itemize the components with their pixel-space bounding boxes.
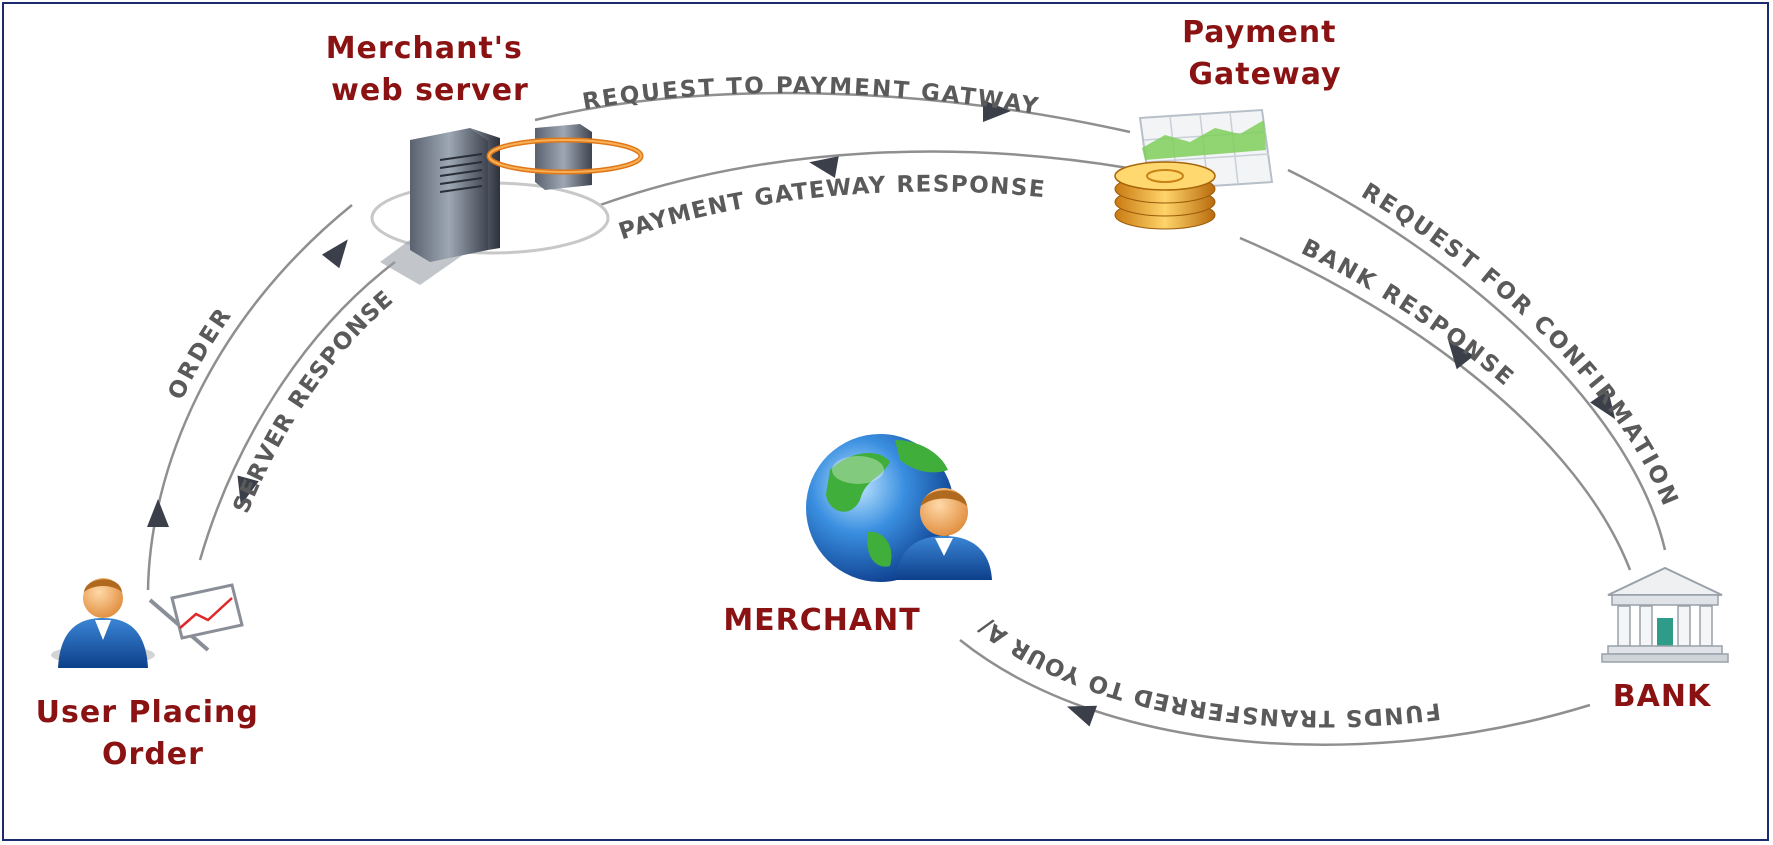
user-label: User Placing Order [36, 695, 271, 772]
request-gateway-track [534, 91, 1131, 134]
flow-arrowheads [147, 100, 1616, 727]
flow-label-request-gateway: REQUEST TO PAYMENT GATWAY [581, 73, 1042, 120]
user-label-line1: User Placing [36, 695, 259, 730]
arrow-gateway-response [809, 156, 839, 178]
user-with-chart-icon [51, 578, 244, 668]
payment-gateway-label-line2: Gateway [1188, 57, 1341, 92]
arrow-funds [1066, 705, 1098, 727]
bank-label: BANK [1613, 679, 1712, 714]
merchant-server-label: Merchant's web server [326, 31, 535, 108]
merchant-server-label-line1: Merchant's [326, 31, 523, 66]
flow-label-bank-response: BANK RESPONSE [1297, 234, 1519, 392]
arrow-order-upright [321, 239, 348, 269]
arrow-request-gateway [983, 100, 1011, 122]
arrow-server-response-down [237, 475, 259, 506]
user-label-line2: Order [102, 737, 204, 772]
arrow-order-up [147, 499, 169, 527]
server-icon [370, 124, 644, 285]
arrow-request-confirmation [1590, 389, 1616, 420]
payment-gateway-label: Payment Gateway [1182, 15, 1348, 92]
server-response-track [198, 261, 396, 561]
flow-label-server-response: SERVER RESPONSE [229, 285, 400, 517]
flow-label-request-confirmation: REQUEST FOR CONFIRMATION [1357, 178, 1683, 510]
gateway-response-track [599, 150, 1129, 207]
bank-building-icon [1601, 566, 1729, 663]
globe-person-icon [806, 434, 992, 582]
order-track [146, 204, 353, 591]
request-confirmation-track [1287, 168, 1667, 551]
merchant-server-label-line2: web server [331, 73, 529, 108]
flow-label-gateway-response: PAYMENT GATEWAY RESPONSE [616, 172, 1048, 246]
merchant-label: MERCHANT [723, 603, 920, 638]
bank-response-track [1239, 236, 1632, 571]
funds-track [959, 639, 1591, 746]
arrow-bank-response [1448, 340, 1475, 370]
gateway-chart-coins-icon [1114, 108, 1274, 230]
payment-gateway-label-line1: Payment [1182, 15, 1336, 50]
